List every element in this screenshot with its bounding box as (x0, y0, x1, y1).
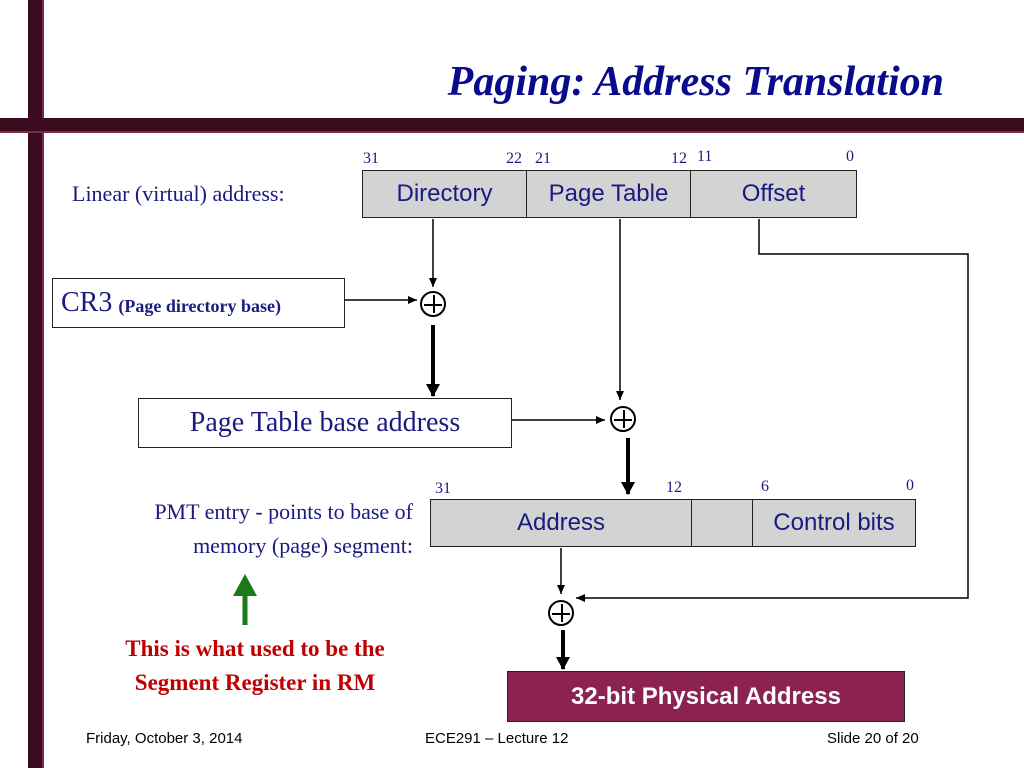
segment-register-note: This is what used to be the Segment Regi… (70, 632, 440, 700)
pmt-address-field: Address (430, 499, 692, 547)
title-underline-bar-edge (0, 131, 1024, 133)
bit-num: 0 (906, 477, 914, 494)
pmt-reserved-field (691, 499, 753, 547)
cr3-desc: (Page directory base) (118, 295, 281, 316)
bit-num: 12 (671, 150, 687, 167)
footer-slide-number: Slide 20 of 20 (827, 730, 919, 747)
linear-address-label: Linear (virtual) address: (72, 181, 285, 206)
bit-num: 22 (506, 150, 522, 167)
directory-field: Directory (362, 170, 527, 218)
bit-num: 0 (846, 148, 854, 165)
page-table-field: Page Table (526, 170, 691, 218)
slide-title-part1: Paging: (447, 59, 586, 105)
note-line2: Segment Register in RM (134, 670, 376, 695)
physical-address-box: 32-bit Physical Address (507, 671, 905, 722)
page-table-base-box: Page Table base address (138, 398, 512, 448)
pmt-desc-line1: PMT entry - points to base of (154, 499, 413, 524)
title-underline-bar (0, 118, 1024, 131)
green-arrow-head (233, 574, 257, 596)
pmt-entry-desc: PMT entry - points to base of memory (pa… (60, 495, 413, 563)
bit-num: 11 (697, 148, 713, 165)
bit-num: 31 (363, 150, 379, 167)
bit-num: 12 (666, 479, 682, 496)
slide-title: Paging: Address Translation (448, 58, 944, 106)
offset-route (576, 219, 969, 602)
footer-date: Friday, October 3, 2014 (86, 730, 243, 747)
adder-plus-icon (610, 406, 636, 432)
cr3-box: CR3 (Page directory base) (52, 278, 345, 328)
pmt-control-bits-field: Control bits (752, 499, 916, 547)
slide-title-part2: Address Translation (594, 59, 944, 105)
footer-course: ECE291 – Lecture 12 (425, 730, 569, 747)
left-frame-bar-edge (42, 0, 44, 768)
cr3-name: CR3 (61, 287, 113, 318)
bit-num: 21 (535, 150, 551, 167)
adder-plus-icon (548, 600, 574, 626)
left-frame-bar (28, 0, 42, 768)
bit-num: 31 (435, 480, 451, 497)
note-line1: This is what used to be the (125, 636, 385, 661)
pmt-desc-line2: memory (page) segment: (193, 533, 413, 558)
offset-field: Offset (690, 170, 857, 218)
bit-num: 6 (761, 478, 769, 495)
adder-plus-icon (420, 291, 446, 317)
